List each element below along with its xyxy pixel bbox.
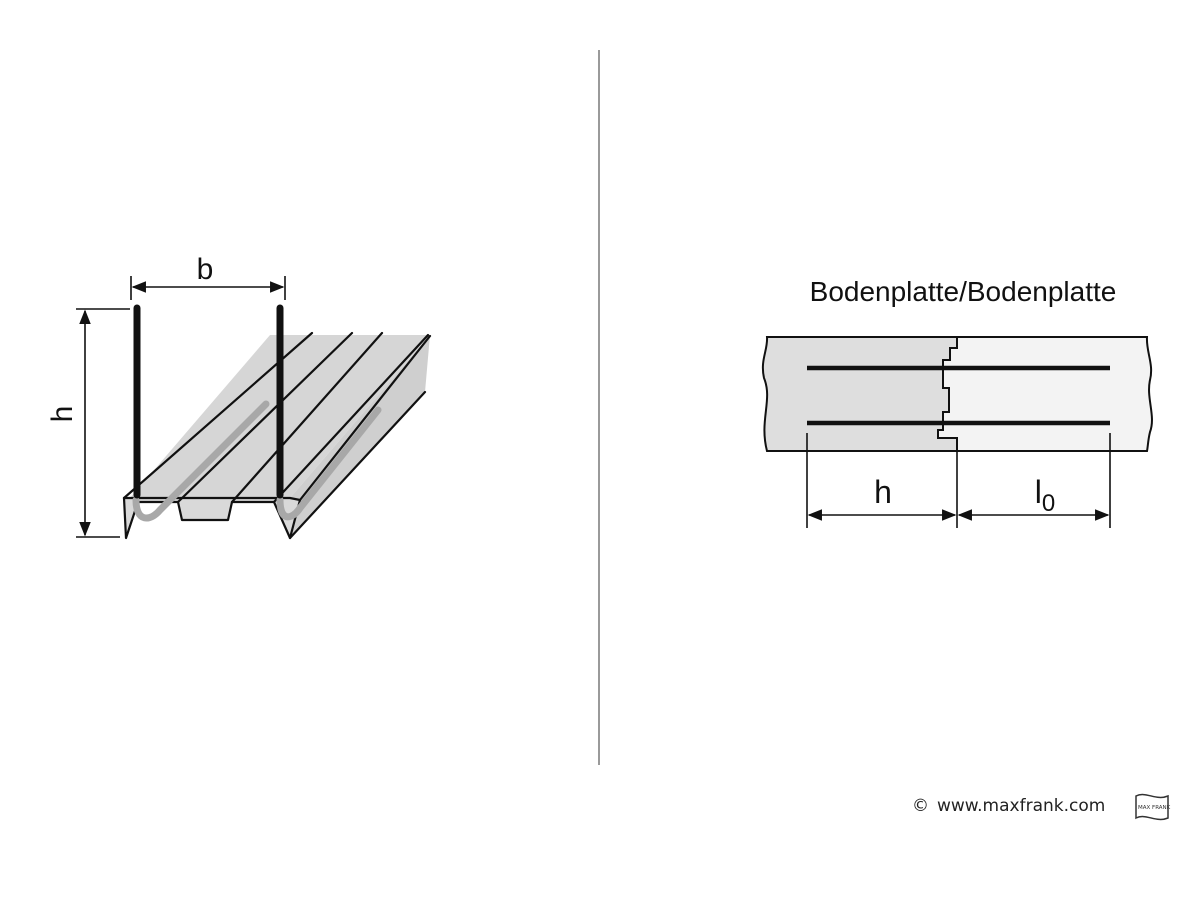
footer-website: © www.maxfrank.com (912, 796, 1105, 816)
rebar-bent-right (276, 406, 382, 521)
dim-label-h-right: h (874, 474, 892, 510)
slab-joint-diagram: Bodenplatte/Bodenplatte h l0 (761, 276, 1153, 528)
dim-label-l0: l0 (1035, 474, 1055, 517)
slab-right (937, 336, 1153, 452)
copyright-symbol: © (912, 796, 929, 816)
dim-label-b: b (197, 253, 214, 286)
website-link[interactable]: www.maxfrank.com (937, 796, 1106, 816)
slab-left (761, 336, 958, 452)
dim-label-l0-main: l (1035, 474, 1042, 510)
slab-diagram-title: Bodenplatte/Bodenplatte (810, 276, 1117, 307)
dim-label-l0-subscript: 0 (1042, 490, 1055, 517)
maxfrank-logo: MAX FRANK (1135, 793, 1171, 821)
maxfrank-logo-text: MAX FRANK (1138, 805, 1171, 811)
rebar-bent-left (132, 400, 270, 522)
joint-profile-diagram: b h (46, 253, 432, 540)
dim-label-h-left: h (46, 406, 79, 423)
